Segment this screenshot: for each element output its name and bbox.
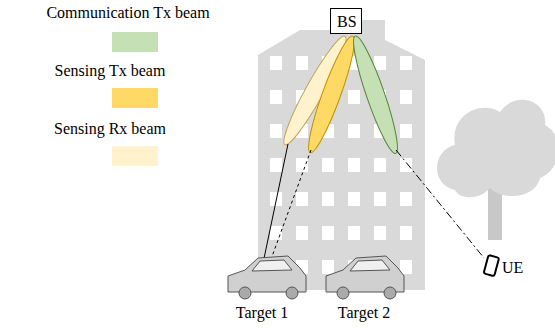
legend-label: Sensing Tx beam (55, 62, 166, 80)
target-label: Target 1 (236, 304, 288, 322)
node-label: BS (337, 13, 355, 31)
legend-swatch (112, 32, 158, 52)
legend-swatch (112, 88, 158, 108)
ue-label: UE (502, 259, 523, 277)
legend-label: Communication Tx beam (46, 4, 209, 22)
beams (277, 32, 404, 156)
target-label: Target 2 (338, 304, 390, 322)
legend-label: Sensing Rx beam (54, 120, 166, 138)
legend-swatch (112, 146, 158, 166)
car-icons (228, 256, 404, 299)
tree (437, 100, 555, 240)
base-station-box: BS (330, 8, 362, 34)
ue-phone (484, 255, 500, 276)
propagation-lines (262, 144, 484, 268)
